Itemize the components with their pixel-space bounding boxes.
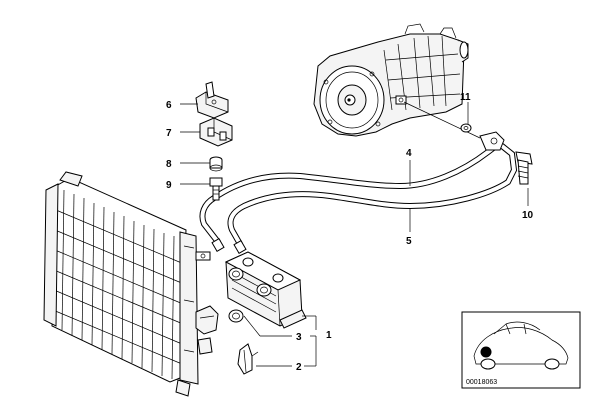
callout-10: 10 xyxy=(522,210,534,221)
oil-lines xyxy=(199,131,518,255)
callout-labels: 6 7 8 9 11 4 5 10 1 3 2 xyxy=(166,92,534,373)
banjo-bolt xyxy=(515,151,533,185)
callout-8: 8 xyxy=(166,159,172,170)
callout-11: 11 xyxy=(460,92,471,103)
sealing-ring xyxy=(460,123,472,133)
radiator xyxy=(43,171,219,397)
leader-lines xyxy=(180,102,529,367)
inset-reference-code: 00018063 xyxy=(466,379,497,386)
holder-bracket xyxy=(195,81,229,119)
callout-4: 4 xyxy=(406,148,412,159)
vehicle-inset: 00018063 xyxy=(461,311,581,389)
callout-5: 5 xyxy=(406,236,412,247)
clip-bracket xyxy=(237,343,259,375)
rubber-mount xyxy=(199,117,233,147)
transmission xyxy=(313,23,469,137)
seal-ring xyxy=(228,309,244,323)
callout-1: 1 xyxy=(326,330,332,341)
hex-bolt xyxy=(209,177,223,201)
callout-3: 3 xyxy=(296,332,302,343)
callout-2: 2 xyxy=(296,362,302,373)
spacer xyxy=(209,156,223,172)
oil-cooler xyxy=(224,251,307,329)
callout-6: 6 xyxy=(166,100,172,111)
callout-9: 9 xyxy=(166,180,172,191)
callout-7: 7 xyxy=(166,128,172,139)
